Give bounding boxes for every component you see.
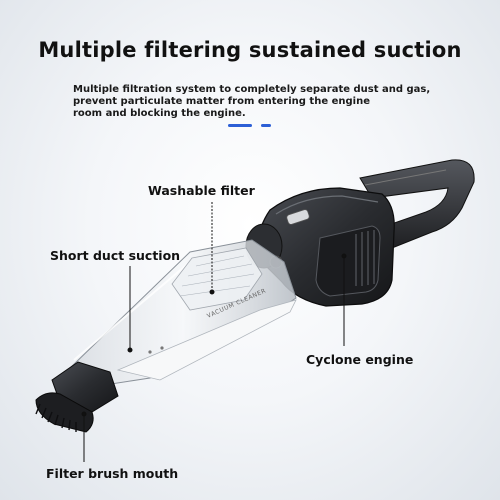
page-title: Multiple filtering sustained suction xyxy=(38,38,462,62)
slide-indicator-active xyxy=(228,124,252,127)
cyclone-engine-vent xyxy=(315,225,381,297)
callout-short-duct-suction: Short duct suction xyxy=(50,248,181,263)
description-line-3: room and blocking the engine. xyxy=(73,108,246,119)
power-button xyxy=(286,209,310,225)
description-line-1: Multiple filtration system to completely… xyxy=(73,84,431,95)
callout-washable-filter: Washable filter xyxy=(148,183,255,198)
brush-nozzle xyxy=(35,361,119,433)
callout-filter-brush-mouth: Filter brush mouth xyxy=(46,466,179,481)
description-line-2: prevent particulate matter from entering… xyxy=(73,96,370,107)
slide-indicator-inactive xyxy=(261,124,271,127)
callout-cyclone-engine: Cyclone engine xyxy=(306,352,414,367)
callout-lines xyxy=(81,202,347,462)
description: Multiple filtration system to completely… xyxy=(73,84,463,120)
washable-filter xyxy=(171,247,263,311)
transparent-duct: VACUUM CLEANER xyxy=(69,239,297,387)
